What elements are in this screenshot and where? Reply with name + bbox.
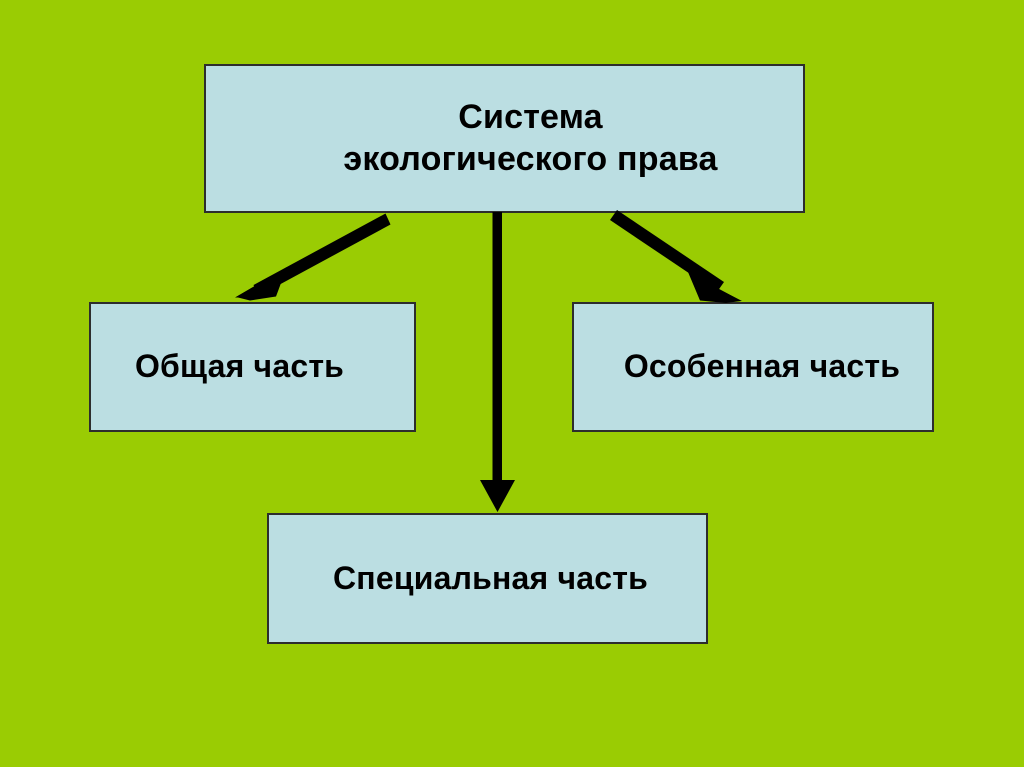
node-special-label: Особенная часть [623,348,901,385]
node-special-part[interactable]: Особенная часть [572,302,934,432]
node-root-system[interactable]: Система экологического права [204,64,805,213]
node-specialized-part[interactable]: Специальная часть [267,513,708,644]
node-general-part[interactable]: Общая часть [89,302,416,432]
node-specialized-label: Специальная часть [333,559,648,596]
arrow-root-to-special [610,210,742,303]
node-root-label: Система экологического права [343,98,718,178]
node-general-label: Общая часть [134,348,345,385]
arrow-root-to-specialized [480,212,515,512]
arrow-root-to-general [235,213,391,301]
